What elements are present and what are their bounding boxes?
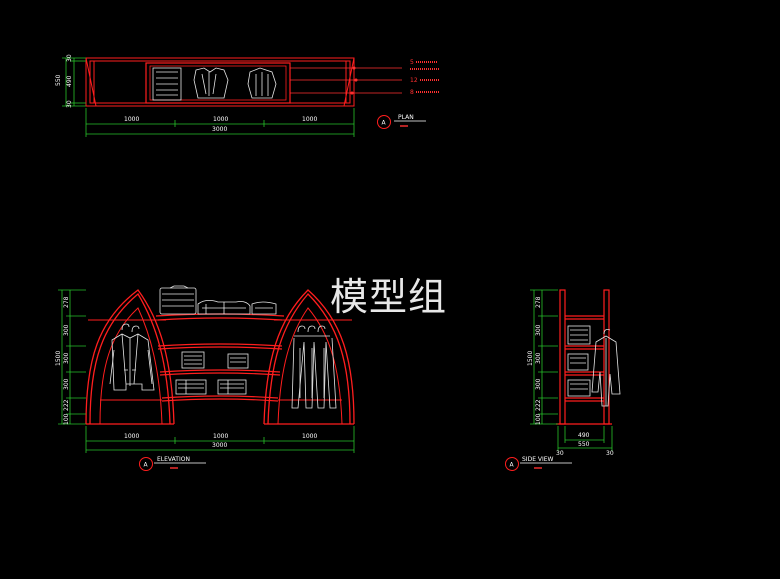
elevation-dim-bottom <box>85 426 355 453</box>
plan-view: 5 12 8 550 30 490 30 1000 1000 <box>55 54 440 137</box>
elevation-title-marker: A <box>144 462 149 469</box>
plan-outline <box>85 57 355 107</box>
plan-callouts <box>290 66 402 95</box>
elevation-dim-left-4: 222 <box>63 399 70 411</box>
elevation-dim-left-total: 1500 <box>55 351 62 366</box>
side-dim-inner: 490 <box>578 432 590 439</box>
elevation-view: 1500 278 300 300 300 222 100 1000 1000 1… <box>55 285 355 471</box>
side-dim-left-5: 100 <box>535 413 542 425</box>
plan-dim-1: 1000 <box>213 116 228 123</box>
elevation-dim-left-5: 100 <box>63 413 70 425</box>
plan-display-inner <box>149 65 287 101</box>
elevation-dim-1: 1000 <box>213 433 228 440</box>
side-dim-bottom <box>557 426 613 451</box>
elevation-hanging-jacket <box>109 323 155 391</box>
plan-display-frame <box>145 62 291 104</box>
elevation-hanging-trousers <box>291 325 337 409</box>
elevation-right-arch <box>263 289 355 425</box>
side-dim-left <box>530 289 558 425</box>
watermark-text: 模型组 <box>330 275 448 319</box>
plan-dim-0: 1000 <box>124 116 139 123</box>
side-dim-edge-1: 30 <box>606 450 614 457</box>
plan-dim-total: 3000 <box>212 126 227 133</box>
elevation-title-marker-circle <box>139 457 153 471</box>
side-dim-left-0: 278 <box>535 296 542 308</box>
side-clothes <box>567 325 621 407</box>
plan-dim-left-0: 30 <box>66 54 73 62</box>
side-title: SIDE VIEW <box>522 456 554 463</box>
side-dim-left-1: 300 <box>535 324 542 336</box>
elevation-dim-left <box>58 289 86 425</box>
elevation-dim-0: 1000 <box>124 433 139 440</box>
side-view: 1500 278 300 300 300 222 100 490 550 30 … <box>505 289 621 471</box>
elevation-dim-left-1: 300 <box>63 324 70 336</box>
plan-clothes <box>152 67 277 101</box>
elevation-dim-left-2: 300 <box>63 352 70 364</box>
plan-dim-left-2: 30 <box>66 100 73 108</box>
side-title-marker-circle <box>505 457 519 471</box>
elevation-folded-clothes <box>159 285 277 395</box>
elevation-dim-2: 1000 <box>302 433 317 440</box>
elevation-dim-total: 3000 <box>212 442 227 449</box>
side-dim-left-4: 222 <box>535 399 542 411</box>
side-dim-outer: 550 <box>578 441 590 448</box>
side-title-marker: A <box>510 462 515 469</box>
plan-dim-left <box>62 57 86 107</box>
side-dim-edge-0: 30 <box>556 450 564 457</box>
plan-title-marker-circle <box>377 115 391 129</box>
plan-callout-3: 8 <box>410 89 414 96</box>
side-dim-left-total: 1500 <box>527 351 534 366</box>
plan-callout-2: 12 <box>410 77 418 84</box>
plan-title: PLAN <box>398 114 414 121</box>
plan-callout-1: 5 <box>410 59 414 66</box>
plan-inner-outline <box>89 60 351 104</box>
plan-dim-2: 1000 <box>302 116 317 123</box>
elevation-title: ELEVATION <box>157 456 190 463</box>
plan-dim-left-1: 490 <box>66 75 73 87</box>
side-frame <box>556 289 612 425</box>
side-dim-left-3: 300 <box>535 378 542 390</box>
elevation-center-shelves <box>155 313 285 402</box>
elevation-dim-left-0: 278 <box>63 296 70 308</box>
plan-dim-left-total: 550 <box>55 74 62 86</box>
plan-title-marker: A <box>382 120 387 127</box>
plan-dim-bottom <box>85 108 355 137</box>
side-dim-left-2: 300 <box>535 352 542 364</box>
elevation-dim-left-3: 300 <box>63 378 70 390</box>
